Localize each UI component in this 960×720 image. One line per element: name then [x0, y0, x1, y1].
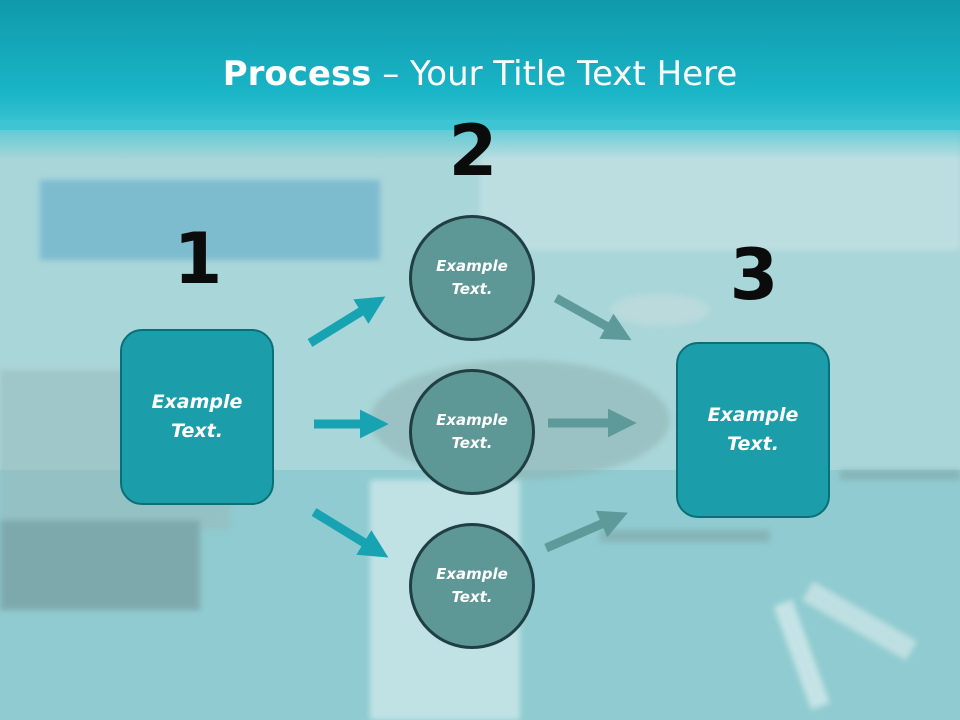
step-2-circle-top: Example Text.: [409, 215, 535, 341]
header-fade: [0, 120, 960, 160]
step-2-circle-middle: Example Text.: [409, 369, 535, 495]
step-3-text: Example Text.: [707, 404, 799, 455]
step-1-text: Example Text.: [151, 391, 243, 442]
title-rest: – Your Title Text Here: [371, 54, 738, 94]
step-1-box: Example Text.: [120, 329, 274, 505]
circle-text: Example Text.: [436, 257, 508, 298]
slide-title: Process – Your Title Text Here: [0, 52, 960, 96]
step-2-circle-bottom: Example Text.: [409, 523, 535, 649]
arrow-from-circle-bottom: [544, 510, 628, 553]
arrow-from-circle-top: [553, 294, 632, 341]
step-3-box: Example Text.: [676, 342, 830, 518]
title-bold: Process: [222, 54, 372, 94]
circle-text: Example Text.: [436, 565, 508, 606]
step-number-1: 1: [173, 218, 223, 300]
header-band: [0, 0, 960, 130]
step-number-3: 3: [729, 234, 779, 316]
circle-text: Example Text.: [436, 411, 508, 452]
step-number-2: 2: [448, 110, 498, 192]
arrow-to-circle-top: [307, 296, 386, 347]
arrow-to-circle-bottom: [311, 508, 389, 558]
